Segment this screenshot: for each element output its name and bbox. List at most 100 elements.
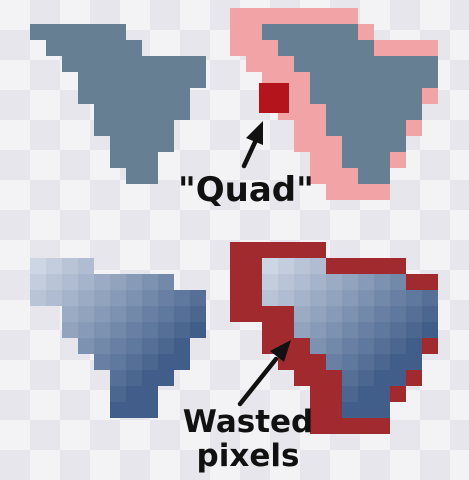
sprite-pixel (342, 354, 358, 370)
sprite-pixel (110, 386, 126, 402)
wasted-pixel (230, 242, 326, 258)
sprite-pixel (190, 306, 206, 322)
sprite-pixel (78, 290, 94, 306)
sprite-pixel (110, 402, 126, 418)
sprite-pixel (326, 274, 342, 290)
sprite-pixel (374, 386, 390, 402)
sprite-pixel (342, 402, 358, 418)
sprite-pixel (30, 290, 46, 306)
shaded-sprite-wasted-pixels-icon (230, 242, 438, 434)
sprite-pixel (94, 104, 190, 120)
sprite-pixel (190, 290, 206, 306)
sprite-pixel (358, 274, 374, 290)
sprite-pixel (78, 258, 94, 274)
sprite-pixel (358, 338, 374, 354)
sprite-pixel (262, 258, 278, 274)
sprite-pixel (342, 338, 358, 354)
sprite-pixel (62, 274, 78, 290)
sprite-pixel (126, 386, 142, 402)
sprite-pixel (406, 306, 422, 322)
sprite-pixel (422, 306, 438, 322)
sprite-pixel (158, 274, 174, 290)
sprite-pixel (30, 274, 46, 290)
sprite-pixel (62, 258, 78, 274)
sprite-pixel (342, 306, 358, 322)
sprite-pixel (390, 274, 406, 290)
padding-pixel (326, 184, 390, 200)
sprite-pixel (158, 370, 174, 386)
sprite-pixel (142, 290, 158, 306)
quad-arrow-icon (241, 121, 263, 169)
sprite-pixel (174, 290, 190, 306)
sprite-pixel (390, 370, 406, 386)
sprite-pixel (110, 322, 126, 338)
sprite-pixel (126, 274, 142, 290)
sprite-pixel (326, 104, 422, 120)
sprite-pixel (94, 338, 110, 354)
sprite-pixel (110, 274, 126, 290)
sprite-pixel (374, 322, 390, 338)
wasted-pixel (310, 418, 390, 434)
padding-pixel (230, 8, 358, 24)
sprite-pixel (310, 72, 438, 88)
sprite-pixel (110, 306, 126, 322)
sprite-pixel (342, 274, 358, 290)
sprite-pixel (126, 402, 142, 418)
sprite-pixel (358, 306, 374, 322)
sprite-pixel (142, 370, 158, 386)
sprite-pixel (78, 338, 94, 354)
sprite-pixel (174, 354, 190, 370)
sprite-pixel (174, 306, 190, 322)
sprite-pixel (126, 168, 158, 184)
sprite-pixel (110, 354, 126, 370)
wasted-arrow-icon (237, 340, 291, 407)
wasted-label-line-1: Wasted (182, 404, 314, 440)
sprite-pixel (294, 274, 310, 290)
sprite-pixel (310, 258, 326, 274)
sprite-pixel (110, 152, 158, 168)
sprite-pixel (326, 306, 342, 322)
sprite-pixel (142, 402, 158, 418)
sprite-pixel (342, 370, 358, 386)
sprite-pixel (342, 152, 390, 168)
sprite-pixel (422, 322, 438, 338)
sprite-pixel (94, 290, 110, 306)
sprite-pixel (294, 306, 310, 322)
sprite-pixel (278, 290, 294, 306)
sprite-pixel (262, 290, 278, 306)
sprite-pixel (278, 258, 294, 274)
sprite-pixel (110, 338, 126, 354)
sprite-pixel (110, 290, 126, 306)
sprite-pixel (126, 306, 142, 322)
sprite-pixel (310, 338, 326, 354)
sprite-pixel (78, 322, 94, 338)
sprite-pixel (342, 290, 358, 306)
sprite-pixel (30, 258, 46, 274)
sprite-pixel (358, 402, 374, 418)
sprite-pixel (94, 322, 110, 338)
sprite-pixel (174, 338, 190, 354)
sprite-pixel (390, 338, 406, 354)
sprite-pixel (326, 354, 342, 370)
sprite-pixel (358, 168, 390, 184)
sprite-pixel (374, 338, 390, 354)
sprite-pixel (390, 354, 406, 370)
sprite-pixel (406, 290, 422, 306)
sprite-pixel (358, 386, 374, 402)
sprite-pixel (358, 370, 374, 386)
sprite-pixel (126, 338, 142, 354)
sprite-pixel (142, 354, 158, 370)
sprite-pixel (142, 386, 158, 402)
sprite-pixel (142, 274, 158, 290)
sprite-pixel (278, 40, 374, 56)
quad-pixel (259, 83, 289, 113)
sprite-pixel (374, 370, 390, 386)
sprite-pixel (62, 56, 206, 72)
sprite-pixel (30, 24, 126, 40)
sprite-pixel (374, 274, 390, 290)
sprite-pixel (262, 274, 278, 290)
sprite-pixel (94, 274, 110, 290)
sprite-pixel (326, 120, 406, 136)
sprite-pixel (310, 290, 326, 306)
